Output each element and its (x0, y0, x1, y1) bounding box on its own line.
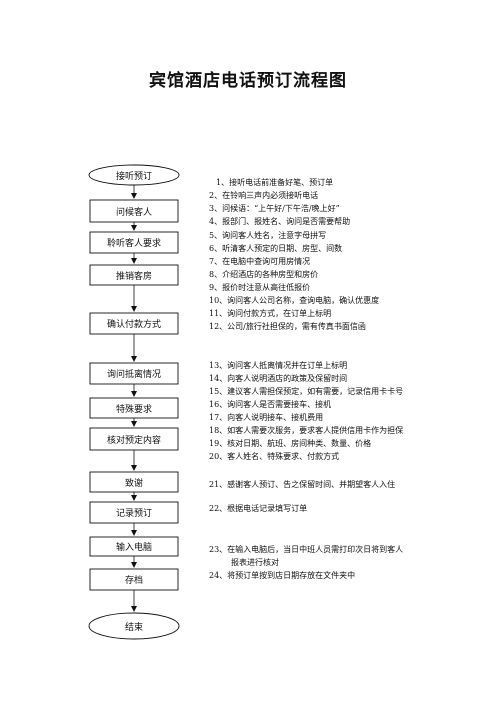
note-item: 14、向客人说明酒店的政策及保留时间 (209, 374, 348, 383)
node-end-label: 结束 (124, 622, 143, 633)
node-greet-guest: 问候客人 (115, 207, 152, 218)
node-record-booking: 记录预订 (115, 509, 152, 519)
note-item: 22、根据电话记录填写订单 (209, 504, 308, 513)
node-archive: 存档 (124, 576, 143, 586)
node-confirm-payment: 确认付款方式 (106, 320, 161, 330)
step-box (89, 362, 179, 385)
node-start-label: 接听预订 (115, 171, 152, 182)
note-item-continued: 报表进行核对 (231, 558, 279, 567)
note-item: 8、介绍酒店的各种房型和房价 (209, 270, 319, 279)
flow-shapes (88, 164, 180, 640)
note-item: 1、接听电话前准备好笔、预订单 (216, 178, 334, 187)
node-listen-requirements: 聆听客人要求 (106, 239, 161, 249)
note-item: 23、在输入电脑后，当日中班人员需打印次日将到客人 (209, 545, 404, 554)
node-sell-rooms: 推销客房 (115, 271, 152, 282)
node-thank-guest: 致谢 (124, 478, 143, 489)
note-item: 3、问候语：“上午好/下午浩/晚上好” (209, 204, 340, 213)
note-item: 13、询问客人抵离情况并在订单上标明 (209, 361, 348, 370)
page-title: 宾馆酒店电话预订流程图 (149, 71, 347, 91)
step-box (89, 501, 179, 524)
note-item: 4、报部门、报姓名、询问是否需要帮助 (209, 217, 351, 226)
step-box (89, 397, 179, 419)
note-item: 16、询问客人是否需要接车、接机 (209, 400, 332, 409)
step-box (89, 536, 179, 557)
note-item: 19、核对日期、航班、房间种类、数量、价格 (209, 439, 372, 448)
note-item: 21、感谢客人预订、告之保留时间、并期望客人入住 (209, 480, 396, 489)
node-special-requests: 特殊要求 (115, 404, 152, 415)
note-item: 24、将预订单按到店日期存放在文件夹中 (209, 571, 356, 580)
step-box (89, 471, 179, 493)
node-arrival-departure: 询问抵离情况 (106, 370, 161, 380)
step-box (89, 199, 179, 223)
step-box (89, 568, 179, 591)
note-item: 17、向客人说明接车、接机费用 (209, 413, 324, 422)
note-item: 10、询问客人公司名称，查询电脑，确认优惠度 (209, 296, 380, 305)
step-box (89, 312, 179, 335)
note-item: 6、听清客人预定的日期、房型、间数 (209, 244, 343, 253)
step-box (89, 427, 179, 451)
note-item: 15、建议客人需担保预定，如有需要，记录信用卡卡号 (209, 387, 404, 396)
note-item: 7、在电脑中查询可用房情况 (209, 257, 311, 266)
step-box (89, 264, 179, 286)
step-box (89, 231, 179, 254)
note-item: 9、报价时注意从高往低报价 (209, 283, 311, 292)
note-item: 18、如客人需要次服务，要求客人提供信用卡作为担保 (209, 426, 404, 435)
node-enter-computer: 输入电脑 (115, 543, 152, 553)
node-verify-booking: 核对预定内容 (106, 435, 161, 446)
note-item: 11、询问付款方式，在订单上标明 (209, 309, 332, 318)
note-item: 2、在铃响三声内必须接听电话 (209, 191, 319, 200)
start-terminal (88, 164, 180, 186)
end-terminal (88, 612, 180, 640)
note-item: 5、询问客人姓名，注意字母拼写 (209, 231, 327, 240)
note-item: 20、客人姓名、特殊要求、付款方式 (209, 452, 340, 461)
note-item: 12、公司/旅行社担保的，需有传真书面信函 (209, 322, 366, 331)
